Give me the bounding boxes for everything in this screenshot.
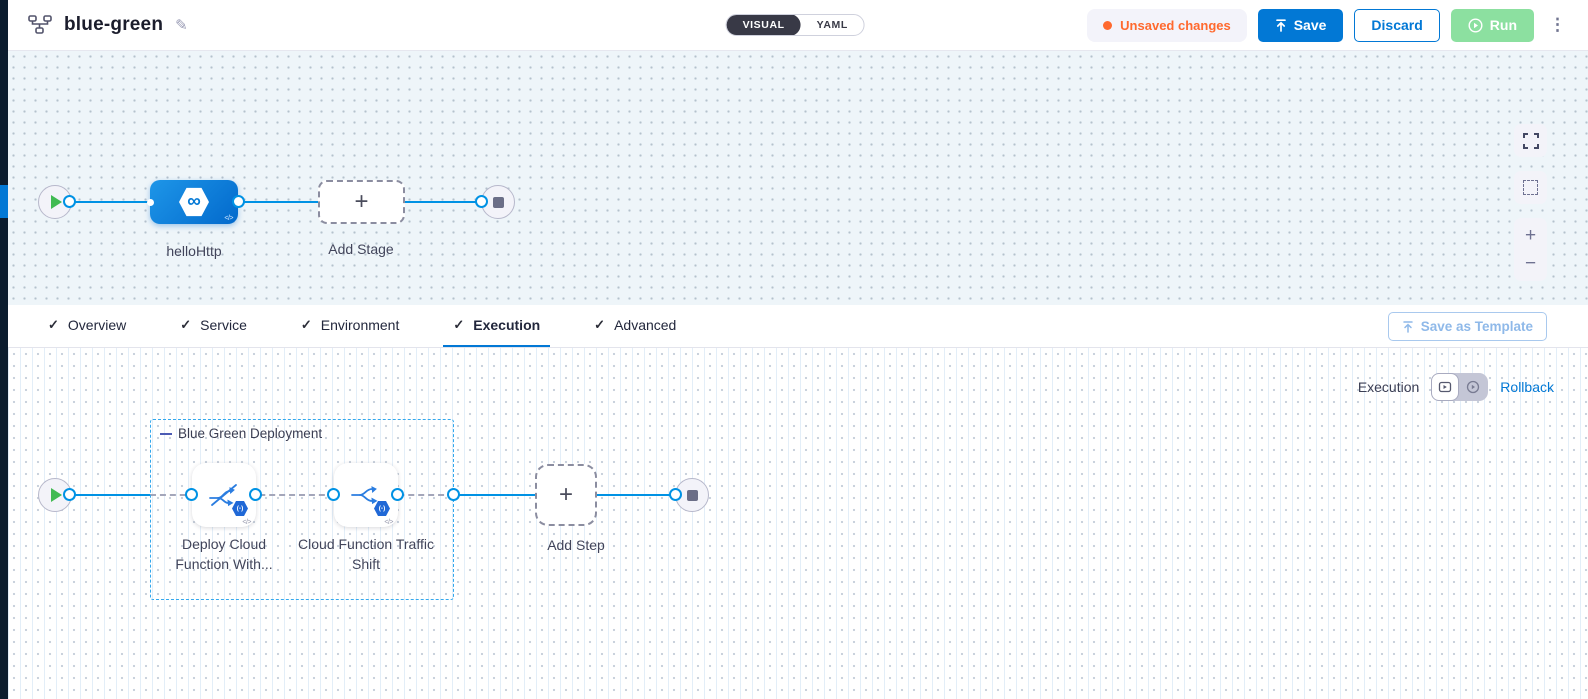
stage-flow-line: [56, 200, 498, 203]
add-step-button[interactable]: +: [535, 464, 597, 526]
marquee-select-icon: [1523, 180, 1538, 195]
tab-service[interactable]: ✓ Service: [180, 317, 247, 333]
unsaved-dot-icon: [1103, 20, 1113, 30]
canvas-controls: + −: [1514, 124, 1547, 281]
connector-ring[interactable]: [249, 488, 262, 501]
fullscreen-icon: [1522, 132, 1539, 149]
discard-button[interactable]: Discard: [1354, 8, 1440, 42]
code-icon: </>: [224, 215, 233, 222]
rollback-link[interactable]: Rollback: [1500, 379, 1554, 395]
connector-ring[interactable]: [185, 488, 198, 501]
check-icon: ✓: [48, 317, 59, 332]
cloud-function-badge-icon: (-): [374, 501, 390, 516]
zoom-out-button[interactable]: −: [1524, 252, 1537, 274]
more-options-icon[interactable]: ⋮: [1549, 15, 1566, 34]
check-icon: ✓: [453, 317, 465, 332]
exec-flow-line-dashed: [150, 494, 454, 496]
stop-icon: [492, 196, 504, 208]
add-step-label: Add Step: [547, 537, 605, 553]
rollback-toggle-option[interactable]: [1459, 373, 1487, 401]
execution-rollback-toggle[interactable]: [1431, 373, 1489, 401]
cloud-function-badge-icon: (-): [232, 501, 248, 516]
harness-stage-icon: ∞: [179, 187, 209, 217]
execution-steps-icon: [1439, 381, 1452, 393]
edit-title-icon[interactable]: ✎: [175, 16, 188, 34]
traffic-shift-disabled-icon: [209, 484, 237, 507]
unsaved-changes-badge: Unsaved changes: [1087, 8, 1247, 42]
exec-flow-line: [55, 493, 150, 496]
step-node-traffic-shift[interactable]: (-) </>: [334, 463, 398, 527]
connector-ring[interactable]: [391, 488, 404, 501]
connector-ring[interactable]: [669, 488, 682, 501]
rollback-icon: [1467, 380, 1480, 394]
tab-overview[interactable]: ✓ Overview: [48, 317, 127, 333]
yaml-toggle-button[interactable]: YAML: [816, 19, 848, 31]
execution-mode-row: Execution Rollback: [1358, 373, 1554, 401]
tab-environment[interactable]: ✓ Environment: [300, 317, 400, 333]
connector-ring[interactable]: [63, 195, 76, 208]
traffic-shift-icon: [351, 486, 378, 505]
zoom-in-button[interactable]: +: [1524, 225, 1537, 247]
upload-icon: [1275, 18, 1286, 32]
left-nav-rail[interactable]: [0, 0, 8, 699]
start-play-icon: [51, 195, 62, 209]
tab-advanced[interactable]: ✓ Advanced: [594, 317, 677, 333]
header: blue-green ✎ VISUAL YAML Unsaved changes…: [8, 0, 1588, 51]
step-group-blue-green-deployment[interactable]: [150, 419, 454, 600]
active-stage-indicator: [0, 185, 8, 218]
pipeline-icon: [28, 15, 52, 35]
connector-ring[interactable]: [327, 488, 340, 501]
visual-toggle-button[interactable]: VISUAL: [726, 15, 801, 35]
execution-toggle-option[interactable]: [1431, 373, 1460, 401]
connector-ring[interactable]: [447, 488, 460, 501]
add-stage-label: Add Stage: [328, 241, 394, 257]
connector-ring[interactable]: [63, 488, 76, 501]
step-node-deploy-cloud-function[interactable]: (-) </>: [192, 463, 256, 527]
stage-node-hellohttp[interactable]: ∞ </>: [146, 180, 238, 224]
run-button[interactable]: Run: [1450, 8, 1534, 42]
execution-graph-canvas[interactable]: Execution Rollback: [8, 348, 1588, 699]
stage-config-tabbar: ✓ Overview ✓ Service ✓ Environment ✓ Exe…: [8, 305, 1588, 348]
visual-yaml-toggle: VISUAL YAML: [725, 14, 865, 36]
connector-ring[interactable]: [232, 195, 245, 208]
code-icon: </>: [384, 519, 393, 526]
stage-in-port: [146, 198, 154, 206]
zoom-panel: + −: [1514, 218, 1547, 281]
fullscreen-button[interactable]: [1514, 124, 1547, 157]
unsaved-changes-label: Unsaved changes: [1120, 17, 1231, 33]
connector-ring[interactable]: [475, 195, 488, 208]
save-button[interactable]: Save: [1257, 8, 1344, 42]
check-icon: ✓: [594, 317, 606, 332]
plus-icon: +: [354, 188, 369, 215]
start-play-icon: [51, 488, 62, 502]
tab-execution[interactable]: ✓ Execution: [443, 305, 551, 347]
page-title: blue-green: [64, 14, 164, 35]
save-as-template-button[interactable]: Save as Template: [1387, 312, 1547, 341]
step-node-label: Cloud Function Traffic Shift: [298, 536, 434, 573]
template-upload-icon: [1402, 320, 1413, 333]
multi-select-button[interactable]: [1514, 171, 1547, 204]
check-icon: ✓: [300, 317, 312, 332]
step-node-label: Deploy Cloud Function With...: [175, 536, 273, 573]
check-icon: ✓: [180, 317, 192, 332]
plus-icon: +: [558, 481, 573, 508]
code-icon: </>: [242, 519, 251, 526]
stage-graph-canvas[interactable]: ∞ </> helloHttp + Add Stage + −: [8, 51, 1588, 305]
stage-node-label: helloHttp: [166, 243, 222, 259]
step-group-label: Blue Green Deployment: [160, 426, 322, 441]
execution-mode-label: Execution: [1357, 379, 1420, 395]
add-stage-button[interactable]: +: [318, 180, 405, 224]
stop-icon: [686, 489, 698, 501]
run-play-icon: [1468, 17, 1483, 33]
collapse-group-icon[interactable]: [160, 432, 172, 435]
